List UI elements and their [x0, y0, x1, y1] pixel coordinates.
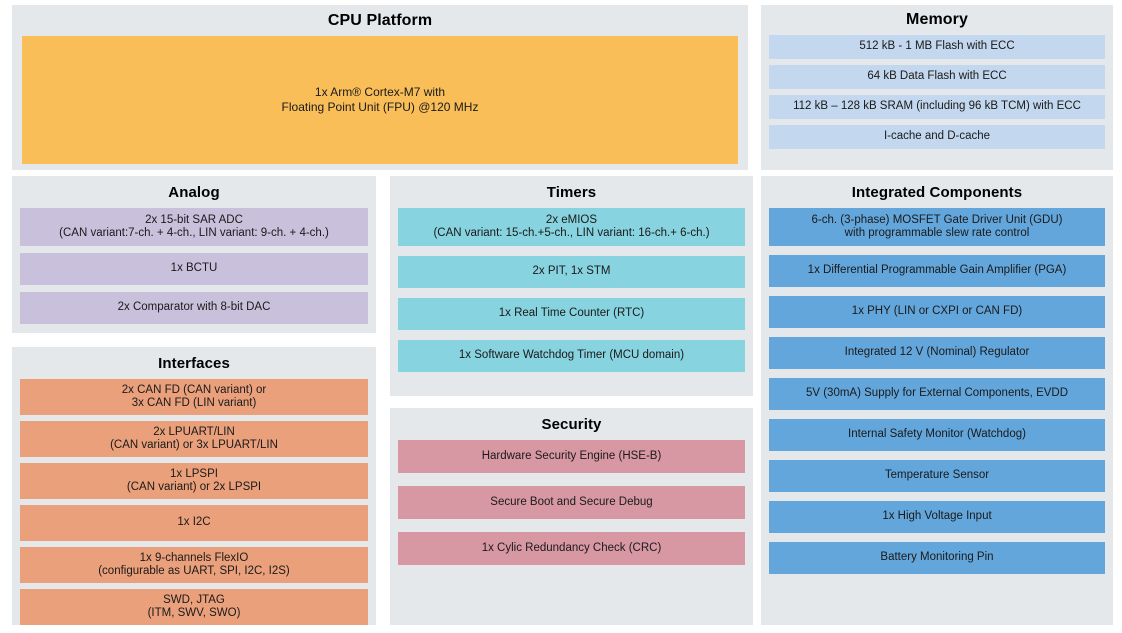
panel-title-cpu-platform: CPU Platform [327, 12, 433, 29]
block-bctu: 1x BCTU [20, 253, 368, 285]
block-lpspi: 1x LPSPI (CAN variant) or 2x LPSPI [20, 463, 368, 499]
block-program-flash: 512 kB - 1 MB Flash with ECC [769, 35, 1105, 59]
block-list-memory: 512 kB - 1 MB Flash with ECC 64 kB Data … [761, 35, 1113, 157]
panel-integrated-components: Integrated Components 6-ch. (3-phase) MO… [761, 176, 1113, 625]
block-safety-monitor: Internal Safety Monitor (Watchdog) [769, 419, 1105, 451]
block-high-voltage-input: 1x High Voltage Input [769, 501, 1105, 533]
block-flexio: 1x 9-channels FlexIO (configurable as UA… [20, 547, 368, 583]
block-list-integrated-components: 6-ch. (3-phase) MOSFET Gate Driver Unit … [761, 208, 1113, 583]
block-secure-boot-debug: Secure Boot and Secure Debug [398, 486, 745, 519]
block-rtc: 1x Real Time Counter (RTC) [398, 298, 745, 330]
block-comparator-dac: 2x Comparator with 8-bit DAC [20, 292, 368, 324]
panel-interfaces: Interfaces 2x CAN FD (CAN variant) or 3x… [12, 347, 376, 625]
block-sram: 112 kB – 128 kB SRAM (including 96 kB TC… [769, 95, 1105, 119]
block-hse-b: Hardware Security Engine (HSE-B) [398, 440, 745, 473]
block-software-watchdog: 1x Software Watchdog Timer (MCU domain) [398, 340, 745, 372]
panel-title-interfaces: Interfaces [158, 355, 230, 372]
block-lpuart-lin: 2x LPUART/LIN (CAN variant) or 3x LPUART… [20, 421, 368, 457]
panel-timers: Timers 2x eMIOS (CAN variant: 15-ch.+5-c… [390, 176, 753, 396]
block-list-interfaces: 2x CAN FD (CAN variant) or 3x CAN FD (LI… [12, 379, 376, 633]
block-caches: I-cache and D-cache [769, 125, 1105, 149]
block-phy: 1x PHY (LIN or CXPI or CAN FD) [769, 296, 1105, 328]
panel-analog: Analog 2x 15-bit SAR ADC (CAN variant:7-… [12, 176, 376, 333]
panel-cpu-platform: CPU Platform 1x Arm® Cortex-M7 with Floa… [12, 5, 748, 170]
block-evdd-supply: 5V (30mA) Supply for External Components… [769, 378, 1105, 410]
block-pit-stm: 2x PIT, 1x STM [398, 256, 745, 288]
block-pga: 1x Differential Programmable Gain Amplif… [769, 255, 1105, 287]
block-list-timers: 2x eMIOS (CAN variant: 15-ch.+5-ch., LIN… [390, 208, 753, 380]
block-can-fd: 2x CAN FD (CAN variant) or 3x CAN FD (LI… [20, 379, 368, 415]
block-i2c: 1x I2C [20, 505, 368, 541]
block-temperature-sensor: Temperature Sensor [769, 460, 1105, 492]
block-emios: 2x eMIOS (CAN variant: 15-ch.+5-ch., LIN… [398, 208, 745, 246]
block-data-flash: 64 kB Data Flash with ECC [769, 65, 1105, 89]
block-gate-driver-unit: 6-ch. (3-phase) MOSFET Gate Driver Unit … [769, 208, 1105, 246]
panel-title-integrated-components: Integrated Components [851, 184, 1023, 201]
block-cpu-core: 1x Arm® Cortex-M7 with Floating Point Un… [22, 36, 738, 164]
panel-memory: Memory 512 kB - 1 MB Flash with ECC 64 k… [761, 5, 1113, 170]
panel-title-timers: Timers [546, 184, 597, 201]
block-sar-adc: 2x 15-bit SAR ADC (CAN variant:7-ch. + 4… [20, 208, 368, 246]
panel-title-security: Security [541, 416, 602, 433]
panel-title-memory: Memory [906, 11, 968, 28]
block-battery-monitoring-pin: Battery Monitoring Pin [769, 542, 1105, 574]
block-list-analog: 2x 15-bit SAR ADC (CAN variant:7-ch. + 4… [12, 208, 376, 332]
block-list-cpu-platform: 1x Arm® Cortex-M7 with Floating Point Un… [12, 36, 748, 174]
block-list-security: Hardware Security Engine (HSE-B) Secure … [390, 440, 753, 573]
panel-security: Security Hardware Security Engine (HSE-B… [390, 408, 753, 625]
block-12v-regulator: Integrated 12 V (Nominal) Regulator [769, 337, 1105, 369]
block-crc: 1x Cylic Redundancy Check (CRC) [398, 532, 745, 565]
block-swd-jtag: SWD, JTAG (ITM, SWV, SWO) [20, 589, 368, 625]
panel-title-analog: Analog [168, 184, 220, 201]
